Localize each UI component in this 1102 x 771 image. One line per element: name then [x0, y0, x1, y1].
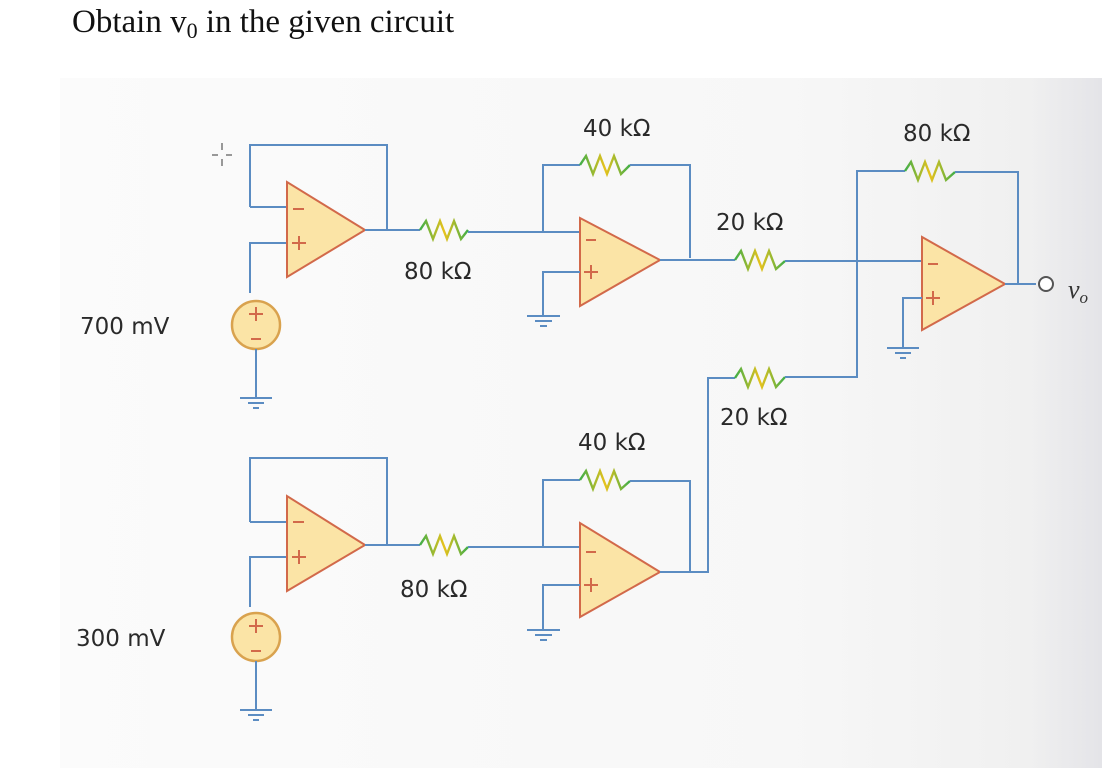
ground-icon — [527, 315, 560, 327]
ground-icon — [240, 397, 272, 409]
voltage-source-300mv: 300 mV — [76, 611, 282, 721]
question-title: Obtain v0 in the given circuit — [72, 4, 455, 43]
ground-icon — [240, 709, 272, 721]
resistor-label: 40 kΩ — [578, 430, 645, 456]
top-inverting-stage: 40 kΩ — [468, 116, 735, 327]
source-label: 300 mV — [76, 626, 166, 652]
resistor-label: 80 kΩ — [903, 121, 970, 147]
resistor-label: 80 kΩ — [400, 577, 467, 603]
resistor-sum-input-top — [734, 247, 786, 273]
plus-sign — [584, 578, 598, 592]
op-amp-3 — [921, 235, 1008, 332]
voltage-source-700mv: 700 mV — [80, 299, 282, 409]
plus-sign — [584, 265, 598, 279]
plus-sign — [926, 291, 940, 305]
output-label: vo — [1068, 275, 1088, 307]
resistor-bottom-input: 80 kΩ — [400, 532, 469, 603]
op-amp-5 — [579, 521, 662, 619]
resistor-sum-feedback — [904, 158, 956, 184]
ground-icon — [527, 629, 560, 641]
resistor-sum-input-bottom — [734, 365, 786, 391]
output-terminal-icon — [1038, 276, 1054, 292]
resistor-top-input: 80 kΩ — [404, 217, 471, 285]
resistor-label: 80 kΩ — [404, 259, 471, 285]
crosshair-icon — [212, 143, 232, 166]
circuit-photo-background — [60, 78, 1102, 768]
top-buffer-stage — [249, 144, 420, 293]
op-amp-2 — [579, 216, 663, 308]
plus-sign — [292, 236, 306, 250]
source-label: 700 mV — [80, 314, 170, 340]
bottom-buffer-stage — [249, 457, 420, 607]
resistor-bottom-feedback — [579, 467, 631, 493]
summing-stage: 20 kΩ 20 kΩ 80 kΩ vo — [716, 121, 1088, 431]
plus-sign — [292, 550, 306, 564]
resistor-label: 40 kΩ — [583, 116, 650, 142]
op-amp-1 — [286, 180, 367, 279]
op-amp-4 — [286, 494, 367, 593]
resistor-top-feedback — [579, 152, 631, 178]
resistor-label: 20 kΩ — [720, 405, 787, 431]
ground-icon — [887, 347, 919, 359]
bottom-inverting-stage: 40 kΩ — [468, 377, 735, 641]
resistor-label: 20 kΩ — [716, 210, 783, 236]
